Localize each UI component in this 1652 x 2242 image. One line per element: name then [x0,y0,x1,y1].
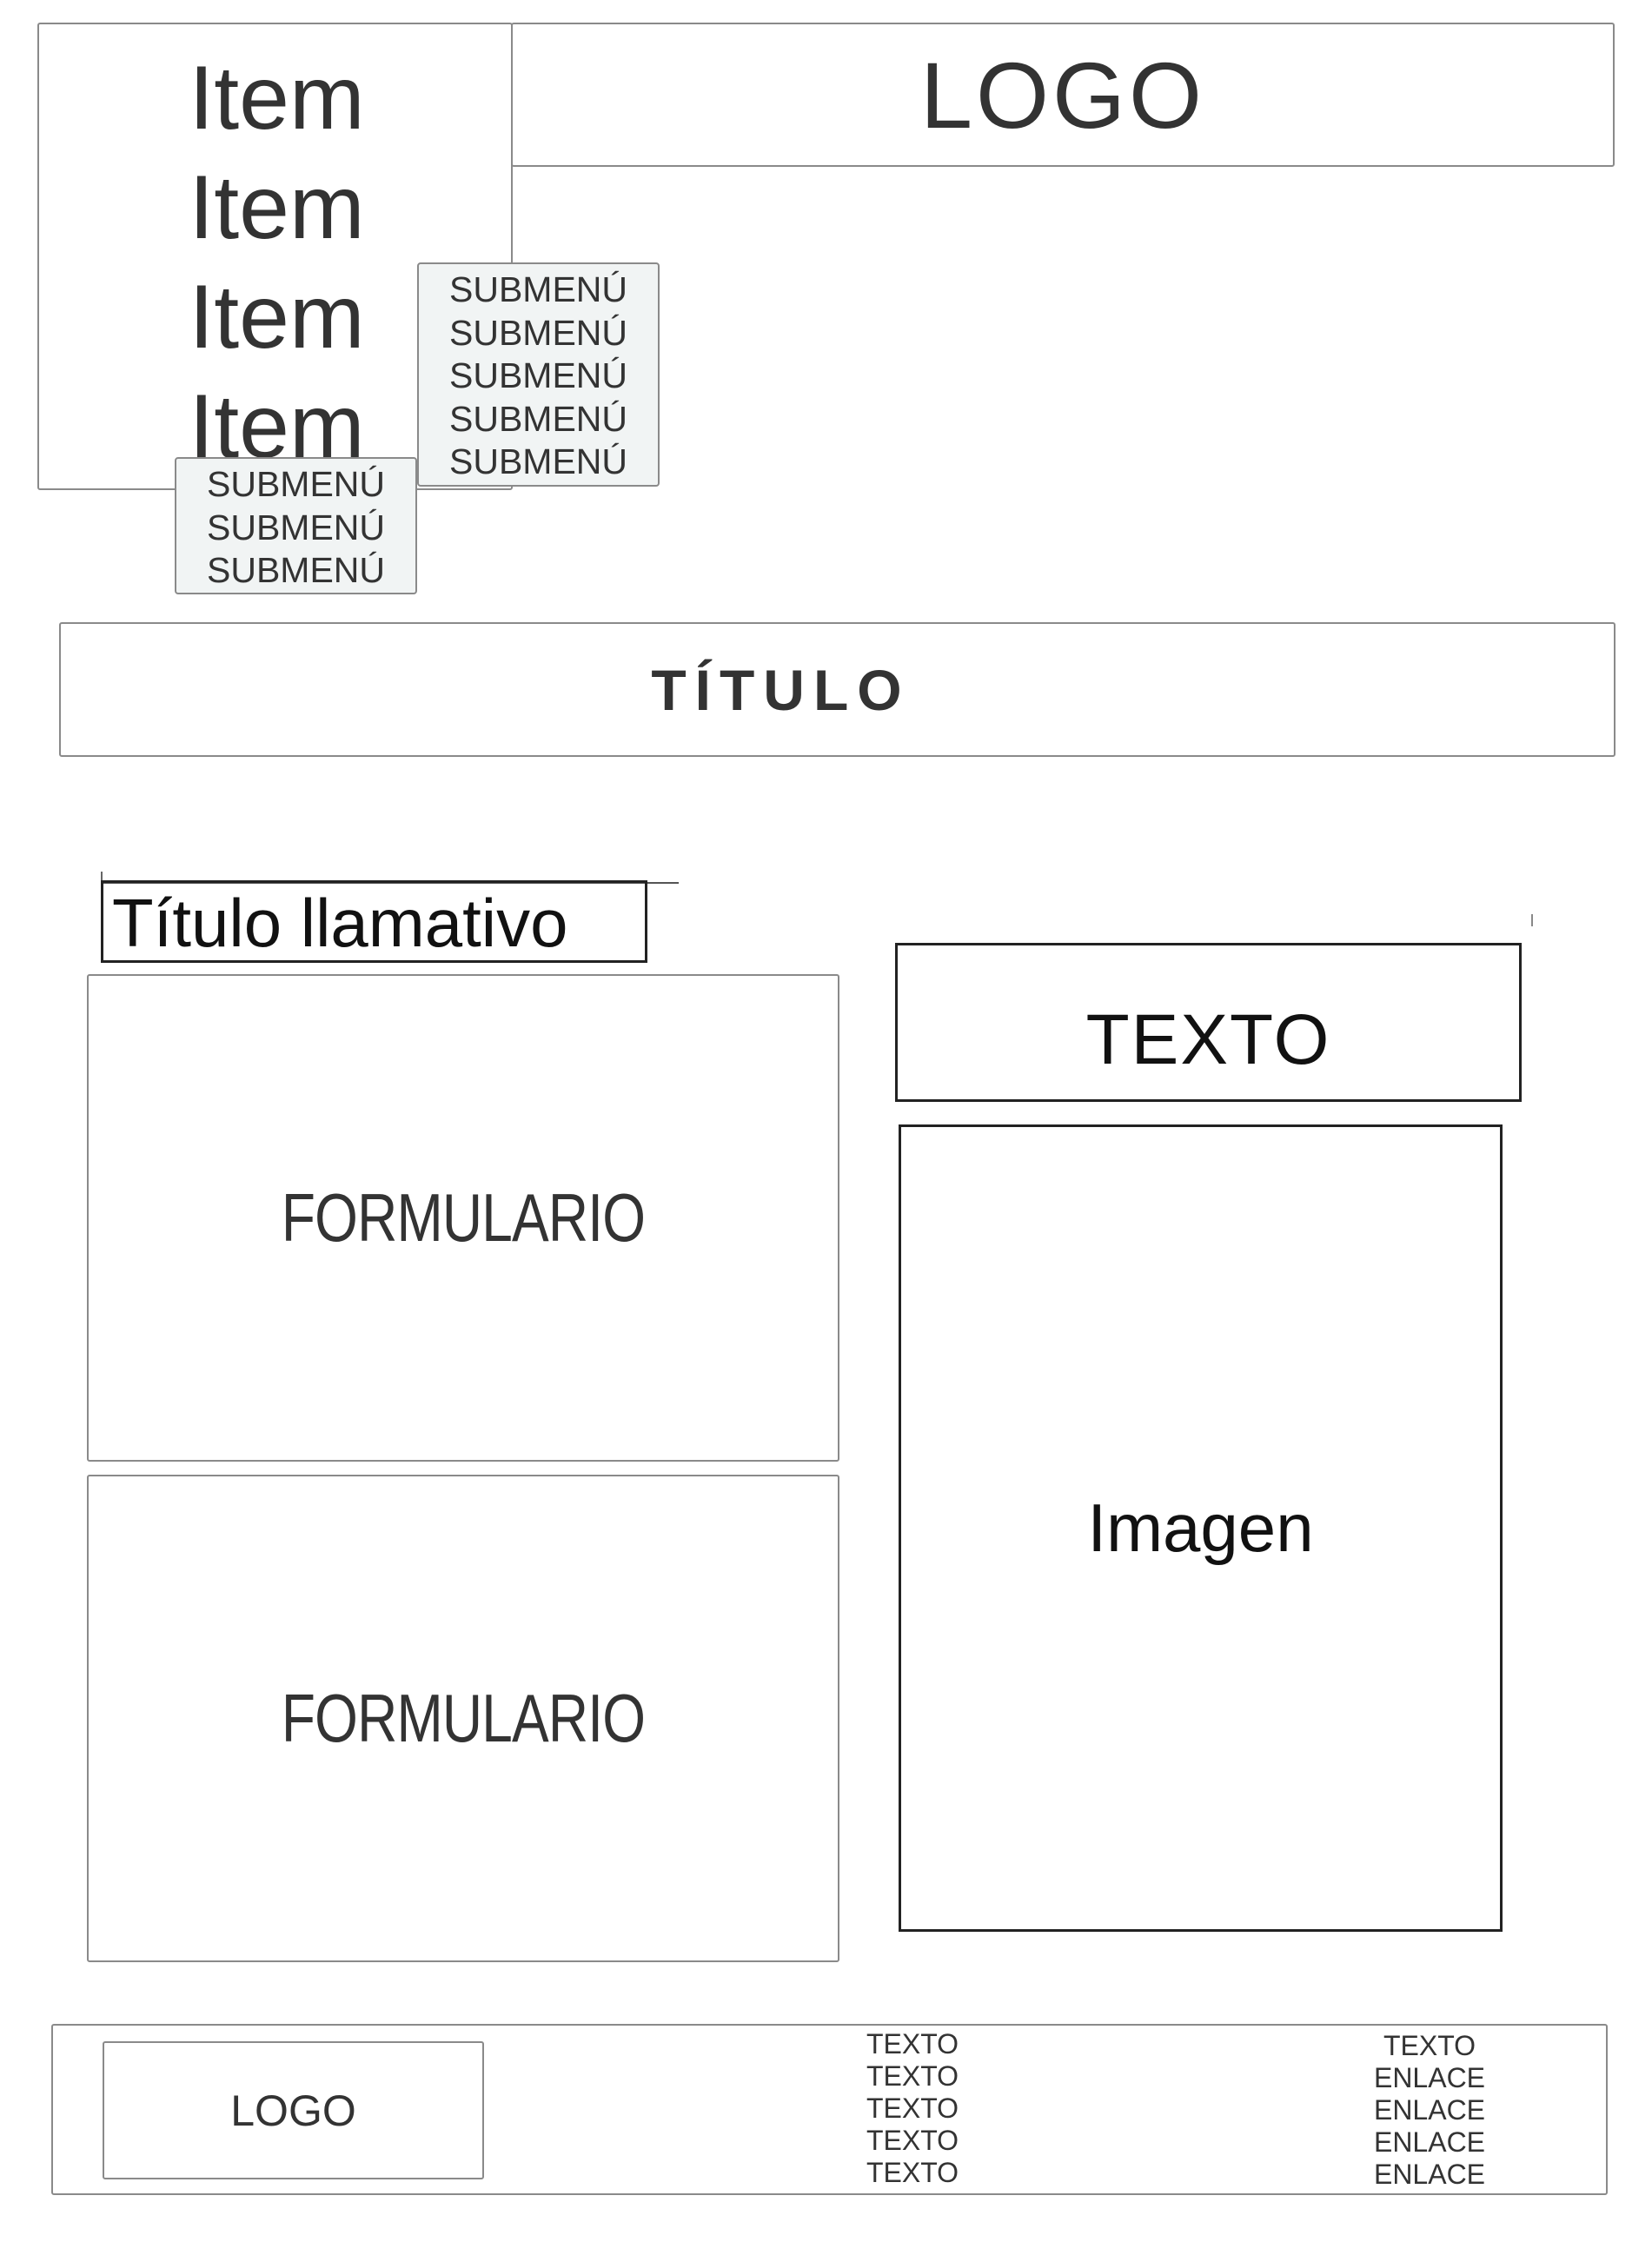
submenu-right: SUBMENÚ SUBMENÚ SUBMENÚ SUBMENÚ SUBMENÚ [417,262,660,487]
nav-item-1[interactable]: Item [189,48,365,149]
footer-link[interactable]: ENLACE [1373,2159,1486,2190]
footer-text: TEXTO [866,2060,959,2092]
footer-text: TEXTO [866,2093,959,2124]
footer-text: TEXTO [1383,2030,1476,2061]
footer-logo[interactable]: LOGO [103,2041,484,2179]
catchy-title-box: Título llamativo [101,880,647,963]
form-1-label: FORMULARIO [281,1179,646,1256]
page-title: TÍTULO [651,657,911,722]
footer-logo-label: LOGO [230,2086,356,2135]
divider [101,872,103,884]
image-label: Imagen [1087,1489,1314,1566]
catchy-title: Título llamativo [112,885,568,961]
divider [101,882,679,884]
text-box: TEXTO [895,943,1522,1102]
submenu-item[interactable]: SUBMENÚ [448,441,628,481]
submenu-item[interactable]: SUBMENÚ [448,398,628,439]
footer-text: TEXTO [866,2125,959,2156]
submenu-item[interactable]: SUBMENÚ [206,550,386,590]
footer-text: TEXTO [866,2157,959,2188]
submenu-left: SUBMENÚ SUBMENÚ SUBMENÚ [175,457,417,594]
nav-item-2[interactable]: Item [189,157,365,258]
submenu-item[interactable]: SUBMENÚ [448,312,628,353]
footer-link[interactable]: ENLACE [1373,2126,1486,2158]
submenu-item[interactable]: SUBMENÚ [206,464,386,504]
divider [1531,914,1533,926]
submenu-item[interactable]: SUBMENÚ [448,355,628,395]
footer-link[interactable]: ENLACE [1373,2062,1486,2093]
image-placeholder: Imagen [899,1124,1503,1932]
footer-link-column: TEXTO ENLACE ENLACE ENLACE ENLACE [1343,2030,1516,2191]
header-logo-label: LOGO [919,42,1206,148]
footer-text-column: TEXTO TEXTO TEXTO TEXTO TEXTO [826,2028,999,2189]
nav-item-3[interactable]: Item [189,267,365,368]
footer-link[interactable]: ENLACE [1373,2094,1486,2126]
header-logo[interactable]: LOGO [511,23,1615,167]
footer-text: TEXTO [866,2028,959,2060]
form-2[interactable]: FORMULARIO [87,1475,839,1962]
submenu-item[interactable]: SUBMENÚ [206,507,386,547]
form-2-label: FORMULARIO [281,1680,646,1756]
submenu-item[interactable]: SUBMENÚ [448,269,628,309]
text-box-label: TEXTO [1085,999,1331,1079]
nav-menu: Item Item Item Item [37,23,513,490]
form-1[interactable]: FORMULARIO [87,974,839,1462]
page-title-bar: TÍTULO [59,622,1616,757]
